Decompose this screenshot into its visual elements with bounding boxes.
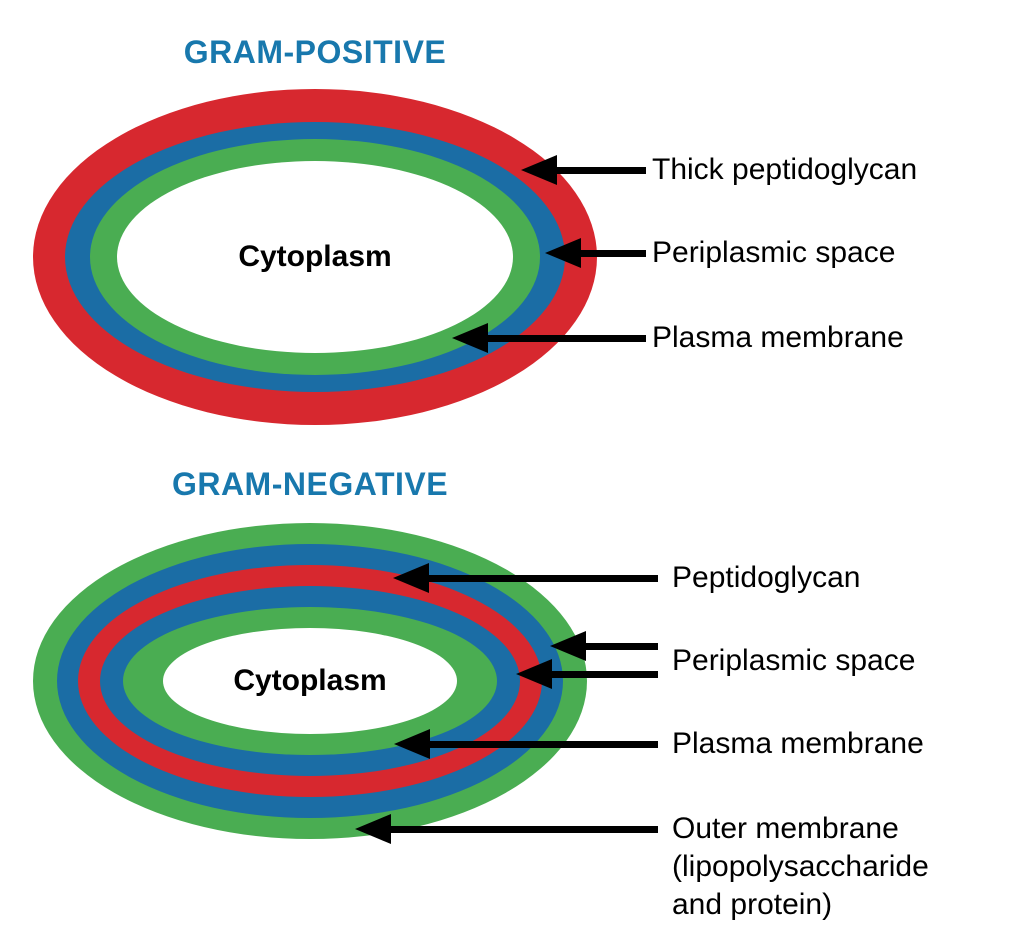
arrow-shaft — [480, 335, 646, 342]
gn-periplasmic-space-label: Periplasmic space — [672, 644, 916, 677]
gn-outer-membrane-label-line3: and protein) — [672, 888, 833, 921]
gram-negative-title: GRAM-NEGATIVE — [171, 466, 449, 502]
thick-peptidoglycan-label: Thick peptidoglycan — [652, 153, 918, 186]
arrow-shaft — [421, 575, 658, 582]
arrow-shaft — [549, 167, 646, 174]
gn-plasma-membrane-label: Plasma membrane — [672, 727, 924, 760]
gp-periplasmic-space-label: Periplasmic space — [652, 236, 896, 269]
gram-positive-title: GRAM-POSITIVE — [183, 34, 447, 70]
gn-outer-membrane-label-line1: Outer membrane — [672, 812, 899, 845]
gn-peptidoglycan-label: Peptidoglycan — [672, 561, 861, 594]
arrow-shaft — [573, 250, 646, 257]
gram-negative-cytoplasm-region: Cytoplasm — [163, 628, 457, 734]
arrow-shaft — [578, 643, 658, 650]
arrow-shaft — [422, 741, 658, 748]
gram-negative-cytoplasm-label: Cytoplasm — [233, 664, 387, 697]
arrow-shaft — [383, 826, 658, 833]
gram-positive-cytoplasm-label: Cytoplasm — [238, 240, 392, 273]
gn-outer-membrane-label-line2: (lipopolysaccharide — [672, 850, 929, 883]
gn-outer-membrane-label: Outer membrane (lipopolysaccharide and p… — [672, 810, 929, 924]
gp-plasma-membrane-label: Plasma membrane — [652, 321, 904, 354]
gram-positive-cytoplasm-region: Cytoplasm — [117, 161, 513, 353]
arrow-shaft — [544, 671, 658, 678]
